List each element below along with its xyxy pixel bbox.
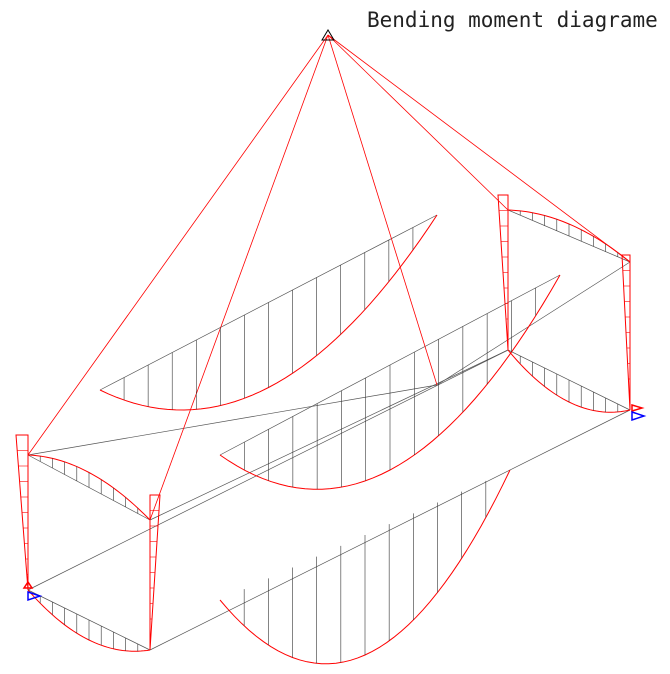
cable-member bbox=[327, 34, 631, 263]
fixed-support-icon bbox=[22, 580, 34, 589]
cable-member bbox=[27, 34, 329, 456]
cable-member bbox=[327, 34, 438, 386]
cable-member bbox=[149, 34, 329, 521]
pin-support-icon bbox=[321, 29, 335, 41]
diagram-title: Bending moment diagrame bbox=[367, 8, 658, 32]
fixed-support-icon bbox=[631, 403, 645, 413]
structure-member bbox=[27, 384, 438, 456]
structure-member bbox=[436, 261, 631, 386]
structure-member bbox=[149, 349, 509, 521]
structure-member bbox=[149, 409, 631, 651]
structure-member bbox=[27, 349, 509, 591]
cable-member bbox=[327, 34, 509, 211]
roller-support-icon bbox=[631, 410, 647, 422]
roller-support-icon bbox=[27, 590, 43, 602]
